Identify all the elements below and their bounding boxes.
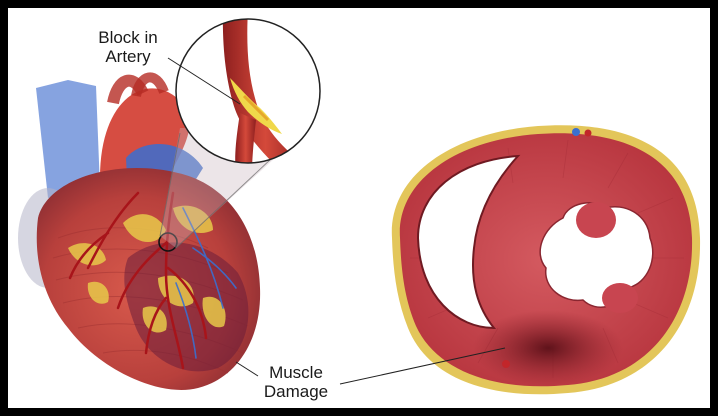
label-damage-line1: Muscle	[248, 363, 344, 382]
label-block-line2: Artery	[82, 47, 174, 66]
label-block-in-artery: Block in Artery	[82, 28, 174, 66]
infarct-zone	[473, 310, 623, 386]
heart-attack-diagram	[8, 8, 710, 408]
label-muscle-damage: Muscle Damage	[248, 363, 344, 401]
label-block-line1: Block in	[82, 28, 174, 47]
label-damage-line2: Damage	[248, 382, 344, 401]
heart-cross-section	[392, 125, 700, 394]
